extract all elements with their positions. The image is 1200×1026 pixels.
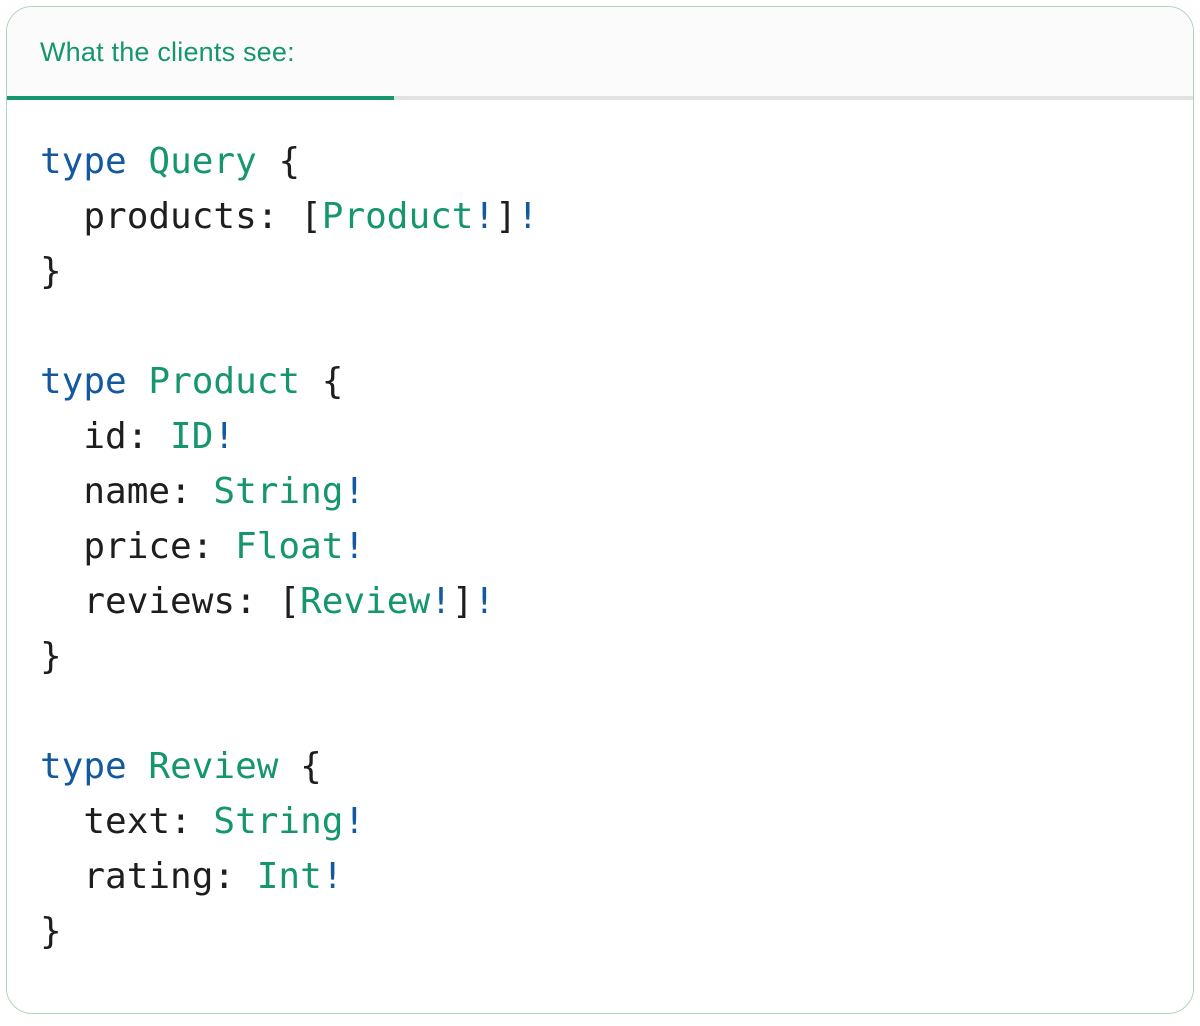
active-tab-indicator	[7, 96, 394, 100]
tab-what-clients-see[interactable]: What the clients see:	[40, 37, 295, 67]
code-token-plain: reviews: [	[40, 581, 301, 622]
code-token-bang: !	[516, 196, 539, 237]
code-token-bang: !	[473, 196, 496, 237]
code-line	[40, 684, 1160, 739]
code-token-type: String	[213, 801, 344, 842]
code-token-type: Product	[321, 196, 474, 237]
code-token-type: Review	[148, 746, 279, 787]
code-line: price: Float!	[40, 519, 1160, 574]
code-token-plain: price:	[40, 526, 236, 567]
code-line: text: String!	[40, 794, 1160, 849]
code-token-plain: text:	[40, 801, 214, 842]
code-token-plain: }	[40, 251, 62, 292]
code-token-plain	[127, 361, 149, 402]
code-token-plain: ]	[495, 196, 517, 237]
code-block: type Query { products: [Product!]!}type …	[7, 100, 1193, 999]
code-token-bang: !	[213, 416, 236, 457]
code-token-type: Review	[300, 581, 431, 622]
schema-panel-card: What the clients see: type Query { produ…	[6, 6, 1194, 1014]
code-line	[40, 299, 1160, 354]
code-line: }	[40, 904, 1160, 959]
code-token-keyword: type	[40, 746, 127, 787]
code-token-plain: {	[300, 361, 344, 402]
code-token-plain: {	[256, 141, 301, 182]
code-token-plain: }	[40, 636, 62, 677]
code-line: type Product {	[40, 354, 1160, 409]
code-line: id: ID!	[40, 409, 1160, 464]
code-token-bang: !	[321, 856, 344, 897]
code-line: type Query {	[40, 134, 1160, 189]
code-line: }	[40, 244, 1160, 299]
code-token-type: ID	[170, 416, 214, 457]
code-token-plain: {	[278, 746, 322, 787]
code-token-type: Query	[148, 141, 257, 182]
code-line: products: [Product!]!	[40, 189, 1160, 244]
code-token-plain: rating:	[40, 856, 257, 897]
code-token-keyword: type	[40, 361, 127, 402]
code-token-bang: !	[430, 581, 452, 622]
code-token-keyword: type	[40, 141, 127, 182]
code-token-plain	[127, 141, 149, 182]
code-token-type: String	[213, 471, 344, 512]
code-token-type: Float	[235, 526, 344, 567]
code-line: rating: Int!	[40, 849, 1160, 904]
code-token-bang: !	[473, 581, 496, 622]
code-token-plain: ]	[451, 581, 474, 622]
code-line: name: String!	[40, 464, 1160, 519]
code-token-plain: name:	[40, 471, 214, 512]
code-line: type Review {	[40, 739, 1160, 794]
code-token-plain: id:	[40, 416, 171, 457]
code-token-plain: products: [	[40, 196, 322, 237]
code-token-bang: !	[343, 526, 366, 567]
tab-bar: What the clients see:	[7, 7, 1193, 100]
code-token-type: Int	[256, 856, 322, 897]
code-token-plain: }	[40, 911, 62, 952]
code-token-bang: !	[343, 471, 366, 512]
code-token-bang: !	[343, 801, 366, 842]
code-line: }	[40, 629, 1160, 684]
code-line: reviews: [Review!]!	[40, 574, 1160, 629]
code-token-plain	[127, 746, 149, 787]
code-token-type: Product	[148, 361, 301, 402]
